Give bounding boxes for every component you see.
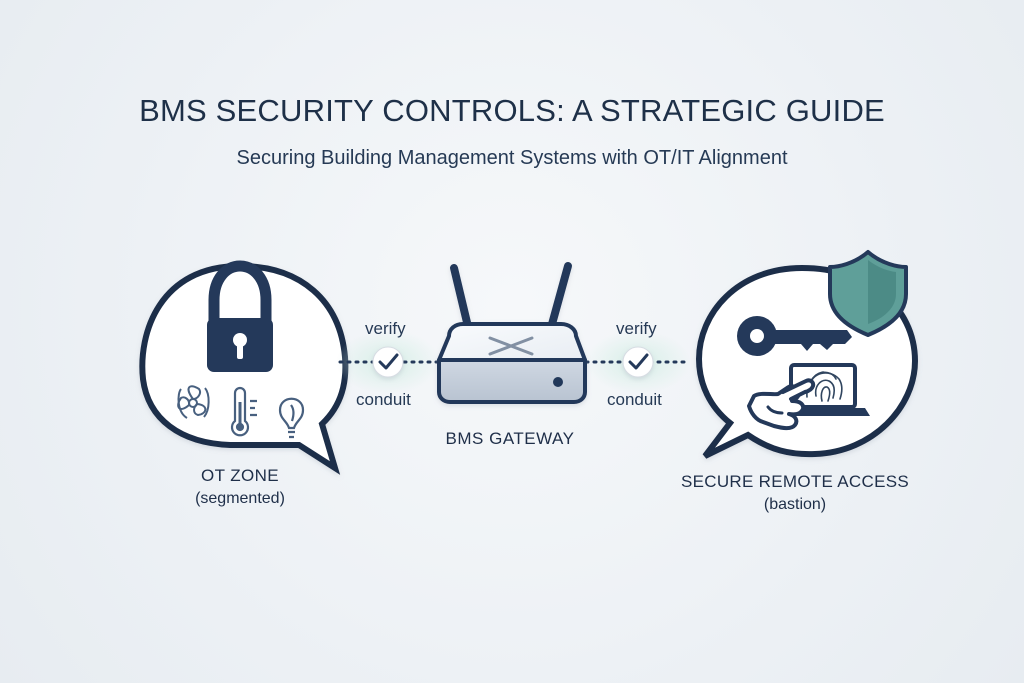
remote-access-label: SECURE REMOTE ACCESS (bastion) — [645, 471, 945, 516]
left-conduit — [336, 330, 442, 394]
page-subtitle: Securing Building Management Systems wit… — [236, 147, 788, 169]
bms-gateway-label: BMS GATEWAY — [445, 429, 575, 448]
hand-icon — [747, 378, 816, 431]
page-title: BMS SECURITY CONTROLS: A STRATEGIC GUIDE — [139, 93, 885, 128]
lightbulb-icon — [278, 397, 305, 439]
router-icon — [437, 262, 587, 404]
right-conduit — [584, 330, 692, 394]
ot-zone-name: OT ZONE — [200, 466, 280, 485]
remote-access-name: SECURE REMOTE ACCESS — [681, 472, 909, 491]
left-verify-label: verify — [365, 319, 406, 338]
thermometer-icon — [230, 386, 257, 437]
left-conduit-label: conduit — [356, 390, 411, 409]
right-verify-label: verify — [616, 319, 657, 338]
shield-icon — [828, 250, 908, 337]
ot-zone-label: OT ZONE (segmented) — [150, 465, 330, 510]
key-icon — [737, 316, 852, 356]
right-conduit-label: conduit — [607, 390, 662, 409]
ot-zone-detail: (segmented) — [195, 490, 285, 507]
lock-icon — [207, 260, 273, 372]
fan-icon — [177, 385, 210, 419]
remote-access-detail: (bastion) — [763, 496, 827, 513]
